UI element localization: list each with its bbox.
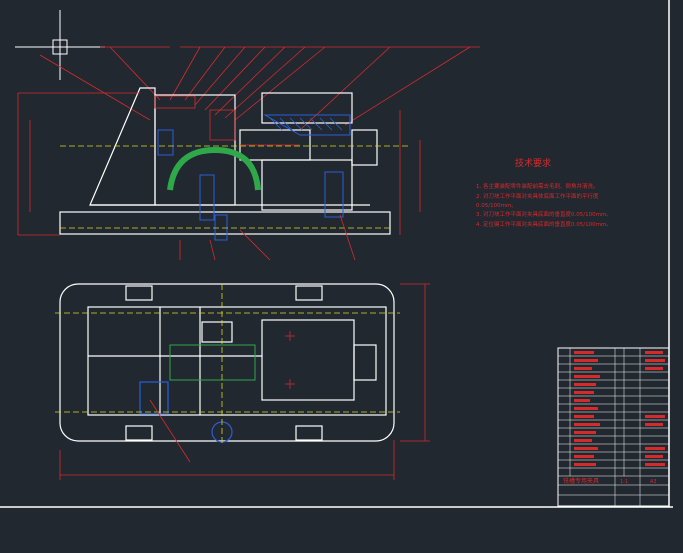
tech-req-item-1: 1. 各主要装配零件装配前需去毛刺、倒角并清洗。	[476, 182, 599, 190]
tech-req-title: 技术要求	[515, 157, 551, 169]
tech-req-item-4: 3. 对刀块工作平面对夹具底面的垂直度0.05/100mm。	[476, 210, 612, 218]
front-view	[17, 87, 421, 261]
title-block-scale: 1:1	[620, 479, 628, 485]
top-view	[55, 283, 430, 480]
tech-req-item-5: 4. 定位键工作平面对夹具底面的垂直度0.05/100mm。	[476, 220, 612, 228]
leader-lines-top	[39, 46, 480, 131]
title-block-name: 铣槽专用夹具	[563, 477, 599, 485]
drawing-frame	[0, 0, 673, 508]
tech-req-item-3: 0.05/100mm。	[476, 203, 517, 209]
crosshair-cursor-icon	[15, 10, 105, 80]
tech-req-item-2: 2. 对刀块工作平面对夹具体底面工作平面的平行度	[476, 192, 599, 200]
title-block: 铣槽专用夹具 1:1 A3	[557, 347, 670, 507]
technical-requirements: 技术要求 1. 各主要装配零件装配前需去毛刺、倒角并清洗。 2. 对刀块工作平面…	[476, 157, 612, 228]
title-block-sheet: A3	[650, 479, 657, 485]
